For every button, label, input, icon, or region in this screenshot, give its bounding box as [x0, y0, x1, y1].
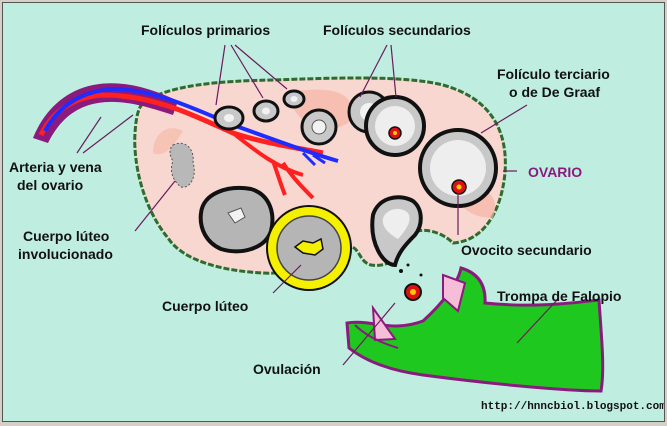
corpus-luteum: [266, 205, 352, 291]
label-de-graaf: o de De Graaf: [509, 84, 601, 100]
secondary-follicles: [300, 90, 426, 157]
ruptured-follicle: [370, 195, 423, 301]
label-ovulacion: Ovulación: [253, 361, 321, 377]
label-del-ovario: del ovario: [17, 177, 84, 193]
graafian-follicle: [418, 128, 498, 208]
label-ovario: OVARIO: [528, 164, 583, 180]
fallopian-tube: [345, 266, 605, 393]
label-cuerpo-luteo-inv-2: involucionado: [18, 246, 113, 262]
blood-vessels: [33, 83, 339, 200]
involuted-corpus-luteum: [169, 142, 195, 188]
ovary-diagram: [33, 44, 605, 393]
primary-follicles: [213, 89, 306, 131]
footer-url: http://hnncbiol.blogspot.com: [481, 401, 665, 413]
label-foliculos-primarios: Folículos primarios: [141, 22, 271, 38]
label-trompa-falopio: Trompa de Falopio: [497, 288, 622, 304]
leader-lines: [76, 44, 559, 366]
label-foliculos-secundarios: Folículos secundarios: [323, 22, 471, 38]
label-arteria-vena: Arteria y vena: [9, 159, 102, 175]
label-ovocito-secundario: Ovocito secundario: [461, 242, 592, 258]
gray-body: [198, 186, 275, 254]
label-foliculo-terciario: Folículo terciario: [497, 66, 610, 82]
label-cuerpo-luteo: Cuerpo lúteo: [162, 298, 249, 314]
label-cuerpo-luteo-inv-1: Cuerpo lúteo: [23, 228, 110, 244]
